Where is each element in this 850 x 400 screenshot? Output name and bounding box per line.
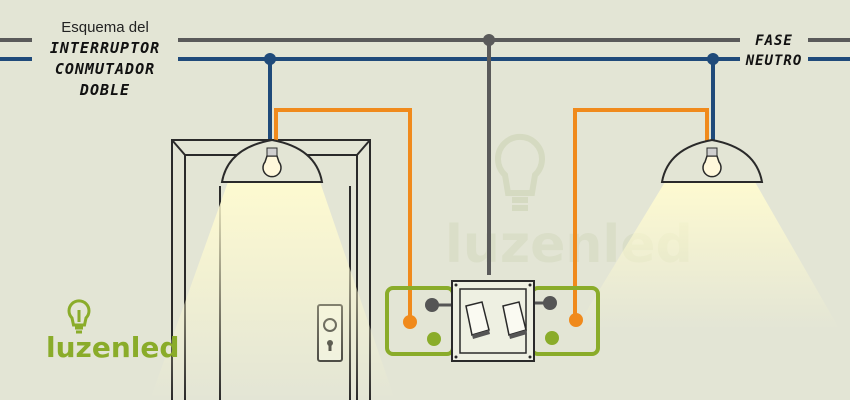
brand-logo: luzenled xyxy=(46,299,179,364)
neutral-label: NEUTRO xyxy=(745,53,803,69)
bulb-icon xyxy=(262,147,282,178)
watermark-bulb-icon xyxy=(495,133,545,211)
terminal-phase-right xyxy=(543,296,557,310)
double-switch xyxy=(451,280,535,362)
terminal-phase-left xyxy=(425,298,439,312)
title-line-2: INTERRUPTOR xyxy=(50,39,160,57)
title-line-4: DOBLE xyxy=(79,81,130,99)
switch-icon xyxy=(465,301,527,339)
lamp-right xyxy=(660,138,764,183)
bulb-icon xyxy=(702,147,722,178)
terminal-spare-right xyxy=(545,331,559,345)
light-beam-right xyxy=(575,182,840,330)
terminal-output-right xyxy=(569,313,583,327)
switched-wire-right xyxy=(573,108,709,320)
neutral-junction-left xyxy=(264,53,276,65)
title-line-3: CONMUTADOR xyxy=(55,60,155,78)
title-backdrop xyxy=(32,14,178,104)
terminal-spare-left xyxy=(427,332,441,346)
phase-junction xyxy=(483,34,495,46)
switch-terminals-left xyxy=(385,286,455,356)
switched-wire-left xyxy=(274,108,412,322)
title-line-1: Esquema del xyxy=(61,19,149,36)
diagram-title: Esquema del INTERRUPTOR CONMUTADOR DOBLE xyxy=(50,19,160,99)
phase-label: FASE xyxy=(755,33,793,49)
lamp-left xyxy=(220,138,324,183)
light-beam-left xyxy=(150,182,395,400)
logo-bulb-icon xyxy=(67,299,91,334)
terminal-output-left xyxy=(403,315,417,329)
neutral-junction-right xyxy=(707,53,719,65)
logo-text: luzenled xyxy=(46,331,179,364)
